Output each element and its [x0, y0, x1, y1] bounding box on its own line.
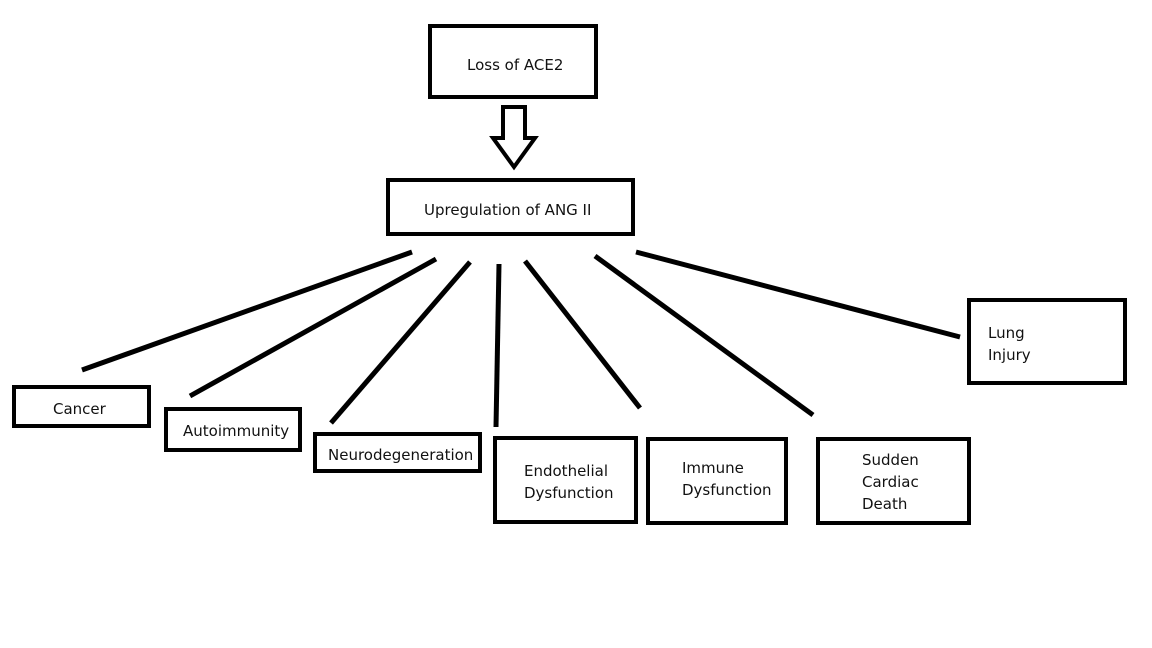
line-to-cancer	[81, 249, 413, 373]
node-label: Autoimmunity	[183, 422, 290, 440]
line-to-sudden-cardiac-death	[593, 253, 815, 418]
node-lung-injury: Lung Injury	[967, 298, 1127, 385]
node-label-line-2: Cardiac	[862, 473, 919, 491]
node-label: Neurodegeneration	[328, 446, 474, 464]
node-label: Upregulation of ANG II	[424, 201, 592, 219]
node-label: Cancer	[53, 400, 106, 418]
node-neurodegeneration: Neurodegeneration	[313, 432, 482, 473]
down-arrow	[489, 105, 539, 171]
line-to-lung-injury	[635, 249, 961, 340]
node-label-line-2: Injury	[988, 346, 1031, 364]
node-label-line-1: Immune	[682, 459, 744, 477]
node-autoimmunity: Autoimmunity	[164, 407, 302, 452]
node-label-line-1: Endothelial	[524, 462, 608, 480]
node-loss-of-ace2: Loss of ACE2	[428, 24, 598, 99]
node-label-line-1: Lung	[988, 324, 1025, 342]
node-cancer: Cancer	[12, 385, 151, 428]
node-endothelial-dysfunction: Endothelial Dysfunction	[493, 436, 638, 524]
node-label-line-3: Death	[862, 495, 908, 513]
line-to-immune-dysfunction	[523, 259, 642, 410]
line-to-endothelial-dysfunction	[493, 263, 502, 428]
node-immune-dysfunction: Immune Dysfunction	[646, 437, 788, 525]
line-to-neurodegeneration	[329, 260, 472, 425]
line-to-autoimmunity	[188, 256, 438, 399]
node-label-line-1: Sudden	[862, 451, 919, 469]
node-label: Loss of ACE2	[467, 56, 564, 74]
node-label-line-2: Dysfunction	[524, 484, 614, 502]
node-label-line-2: Dysfunction	[682, 481, 772, 499]
node-upregulation-of-ang-ii: Upregulation of ANG II	[386, 178, 635, 236]
node-sudden-cardiac-death: Sudden Cardiac Death	[816, 437, 971, 525]
